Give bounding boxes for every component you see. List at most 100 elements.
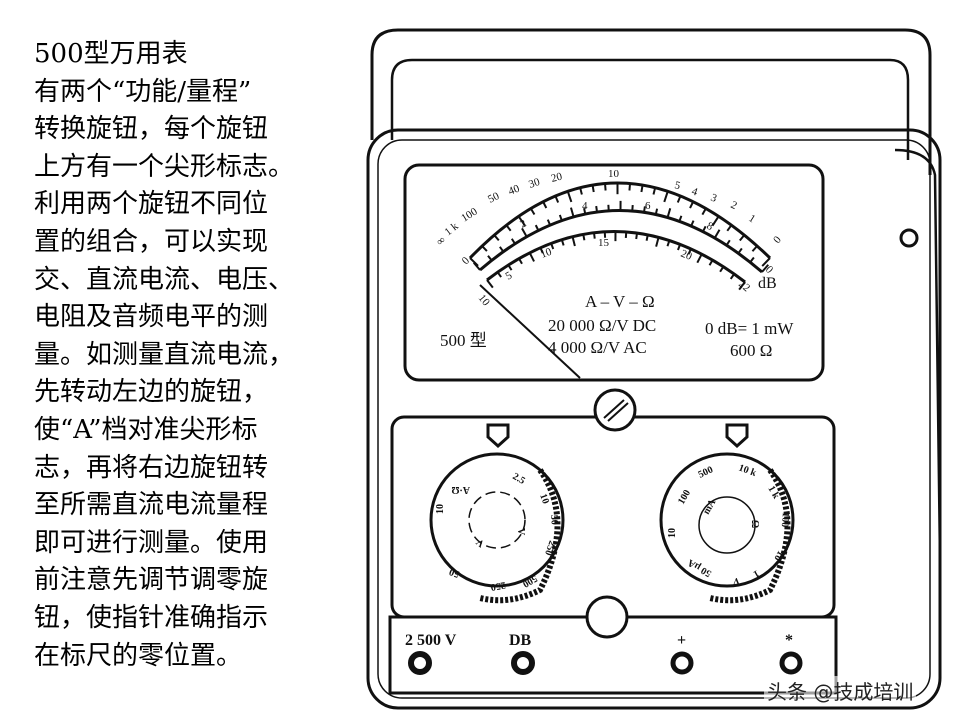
text-line: 志，再将右边旋钮转 bbox=[34, 452, 269, 483]
scale-tick bbox=[487, 255, 493, 262]
knob-label: 1 bbox=[751, 567, 761, 579]
scale-tick bbox=[643, 206, 646, 213]
text-line: 至所需直流电流量程 bbox=[34, 490, 269, 521]
scale-tick bbox=[505, 224, 512, 232]
scale-tick bbox=[666, 240, 671, 247]
scale-tick bbox=[640, 184, 644, 193]
mid-scale-label: 8 bbox=[705, 220, 716, 233]
description-text: 500型万用表 有两个“功能/量程” 转换旋钮，每个旋钮 上方有一个尖形标志。 … bbox=[34, 36, 354, 675]
scale-tick bbox=[652, 187, 657, 195]
scale-tick bbox=[518, 258, 523, 265]
scale-tick bbox=[554, 195, 560, 203]
ohm-label: 20 bbox=[550, 170, 564, 184]
scale-tick bbox=[604, 183, 607, 191]
scale-tick bbox=[677, 244, 682, 251]
dc-sensitivity-label: 20 000 Ω/V DC bbox=[548, 316, 656, 335]
ohm-zero-knob bbox=[585, 595, 629, 639]
ohm-label: 0 bbox=[771, 234, 784, 246]
scale-tick bbox=[761, 257, 771, 267]
knob-label: 500 bbox=[697, 464, 715, 480]
scale-tick bbox=[690, 220, 695, 227]
terminal-jack-db[interactable] bbox=[511, 651, 535, 675]
title-line: 500型万用表 bbox=[34, 39, 188, 69]
db-scale-label: 10 bbox=[539, 246, 554, 261]
scale-tick bbox=[591, 184, 595, 193]
text-line: 交、直流电流、电压、 bbox=[34, 264, 295, 295]
ohm-label: 3 bbox=[709, 192, 719, 205]
terminal-label-2500v: 2 500 V bbox=[405, 632, 457, 649]
text-line: 利用两个旋钮不同位 bbox=[34, 189, 269, 220]
text-line: 在标尺的零位置。 bbox=[34, 640, 243, 671]
scale-tick bbox=[676, 195, 682, 203]
dial-window bbox=[403, 163, 825, 382]
scale-tick bbox=[737, 247, 743, 254]
scale-tick bbox=[521, 227, 528, 238]
scale-tick bbox=[566, 191, 573, 203]
knob-label: 250 bbox=[542, 539, 557, 557]
terminal-jack-plus[interactable] bbox=[670, 651, 694, 675]
left-range-knob bbox=[429, 452, 565, 588]
mid-scale-arc bbox=[479, 209, 763, 274]
scale-tick bbox=[654, 208, 659, 215]
terminal-label-plus: + bbox=[677, 632, 686, 649]
knob-label: A·Ω bbox=[451, 484, 470, 495]
knob-label: 2.5 bbox=[511, 471, 527, 487]
scale-tick bbox=[687, 248, 692, 255]
mid-scale-label: 2 bbox=[518, 218, 528, 231]
db-scale-label: 15 bbox=[598, 237, 610, 249]
ohm-label: 100 bbox=[459, 205, 480, 224]
handle-pivot bbox=[899, 228, 919, 248]
knob-label: V bbox=[515, 528, 526, 536]
scale-tick bbox=[546, 219, 552, 226]
scale-tick bbox=[739, 234, 746, 242]
left-pointer-mark bbox=[486, 423, 510, 449]
ohm-label: ∞ bbox=[434, 234, 448, 248]
scale-tick bbox=[635, 232, 639, 240]
scale-tick bbox=[702, 225, 707, 233]
scale-tick bbox=[678, 215, 683, 222]
ohm-label: 1 k bbox=[442, 220, 461, 238]
terminal-jack-common[interactable] bbox=[779, 651, 803, 675]
knob-label: 1 k bbox=[765, 484, 781, 501]
control-panel bbox=[390, 415, 836, 619]
text-line: 转换旋钮，每个旋钮 bbox=[34, 114, 269, 145]
scale-tick bbox=[725, 239, 731, 246]
text-line: 电阻及音频电平的测 bbox=[34, 302, 269, 333]
scale-tick bbox=[571, 236, 576, 247]
needle bbox=[479, 284, 581, 379]
db-unit-label: dB bbox=[758, 275, 777, 292]
text-line: 上方有一个尖形标志。 bbox=[34, 151, 295, 182]
scale-tick bbox=[726, 224, 733, 232]
ohm-label: 4 bbox=[690, 185, 699, 198]
body-inner bbox=[377, 139, 931, 699]
ohm-label: 1 bbox=[746, 212, 757, 225]
scale-tick bbox=[655, 237, 660, 247]
right-pointer-mark bbox=[725, 423, 749, 449]
scale-tick bbox=[701, 208, 707, 216]
mid-scale-label: 6 bbox=[645, 200, 651, 212]
scale-tick bbox=[493, 234, 500, 242]
scale-tick bbox=[558, 214, 563, 221]
scale-tick bbox=[628, 183, 632, 191]
knob-label: 10 bbox=[771, 549, 786, 563]
scale-tick bbox=[666, 208, 672, 218]
text-line: 钮，使指针准确指示 bbox=[34, 602, 269, 633]
text-line: 量。如测量直流电流， bbox=[34, 339, 295, 370]
scale-tick bbox=[708, 259, 714, 266]
knob-label: 100 bbox=[779, 512, 791, 528]
scale-tick bbox=[579, 187, 583, 195]
scale-tick bbox=[499, 246, 505, 253]
scale-tick bbox=[696, 253, 703, 264]
scale-tick bbox=[711, 215, 720, 227]
db-reference-label: 0 dB= 1 mW bbox=[705, 319, 794, 338]
knob-label: 250 bbox=[490, 579, 507, 592]
scale-tick bbox=[507, 264, 513, 271]
scale-tick bbox=[529, 208, 536, 216]
terminal-jack-2500v[interactable] bbox=[408, 651, 432, 675]
scale-tick bbox=[510, 238, 516, 245]
terminal-label-common: * bbox=[785, 632, 793, 649]
scale-tick bbox=[486, 279, 494, 289]
scale-tick bbox=[751, 245, 758, 252]
scale-tick bbox=[496, 271, 502, 278]
scale-tick bbox=[517, 215, 526, 227]
